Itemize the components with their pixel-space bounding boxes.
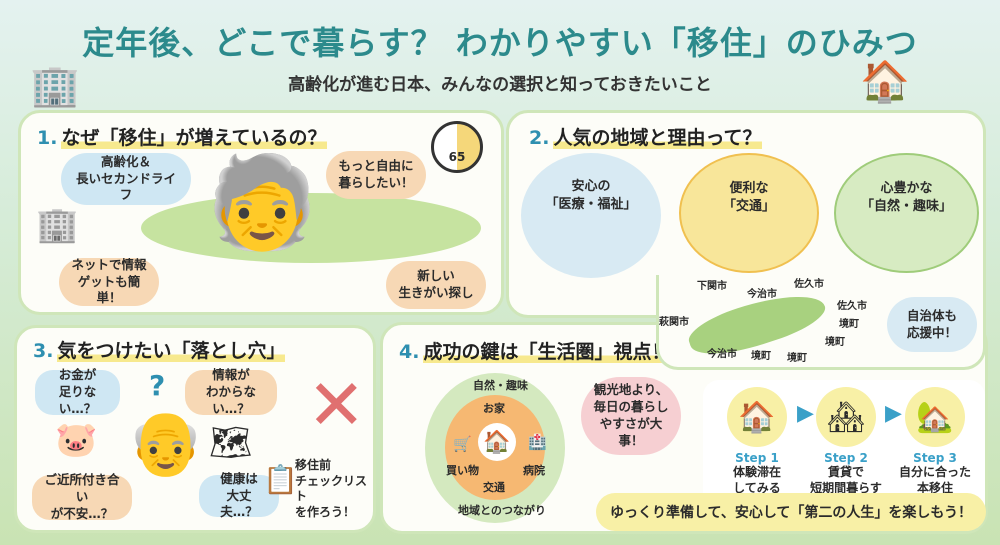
reason-nature: 心豊かな 「自然・趣味」: [834, 153, 979, 273]
speech-bubble: もっと自由に 暮らしたい！: [326, 151, 426, 199]
cart-icon: 🛒: [453, 435, 472, 453]
page-title: 定年後、どこで暮らす？ わかりやすい「移住」のひみつ: [82, 24, 918, 62]
section-heading: 3.気をつけたい「落とし穴」: [33, 340, 286, 362]
home-icon: 🏡: [905, 387, 965, 447]
map-label: 境町: [825, 337, 845, 348]
clock-icon: 65: [431, 121, 483, 173]
arrow-right-icon: ▶: [885, 401, 902, 426]
map-label: 今治市: [707, 349, 737, 360]
map-label: 佐久市: [837, 301, 867, 312]
section-heading: 1.なぜ「移住」が増えているの？: [37, 127, 327, 149]
arrow-right-icon: ▶: [797, 401, 814, 426]
outer-label-top: 自然・趣味: [473, 379, 528, 392]
speech-bubble: 観光地より、 毎日の暮らし やすさが大事！: [581, 377, 681, 455]
speech-bubble: 健康は 大丈夫…？: [199, 471, 279, 519]
city-skyline-icon: 🏢: [30, 63, 80, 109]
inner-label-left: 買い物: [446, 464, 479, 477]
worried-senior-illustration: 👴: [127, 406, 205, 479]
map-label: 境町: [839, 319, 859, 330]
house-icon: 🏠: [727, 387, 787, 447]
inner-label-bottom: 交通: [483, 481, 505, 494]
footer-banner: ゆっくり準備して、安心して「第二の人生」を楽しもう！: [596, 493, 986, 531]
speech-bubble: ネットで情報 ゲットも簡単！: [59, 257, 159, 306]
map-label: 境町: [787, 353, 807, 364]
inner-label-right: 病院: [523, 464, 545, 477]
section-popular-areas: 下関市 今治市 佐久市 萩関市 今治市 境町 境町 佐久市 境町 境町 自治体も…: [506, 110, 986, 370]
map-label: 萩関市: [659, 317, 689, 328]
speech-bubble: ご近所付き合い が不安…？: [32, 472, 132, 521]
reason-medical: 安心の 「医療・福祉」: [521, 153, 661, 278]
outer-label-bottom: 地域とのつながり: [458, 504, 546, 517]
speech-bubble: お金が 足りない…？: [35, 367, 120, 416]
hospital-icon: 🏥: [528, 433, 547, 451]
map-label: 佐久市: [794, 279, 824, 290]
speech-bubble: 高齢化＆ 長いセカンドライフ: [61, 153, 191, 205]
map-area: 下関市 今治市 佐久市 萩関市 今治市 境町 境町 佐久市 境町 境町 自治体も…: [656, 275, 986, 370]
green-field: [141, 193, 481, 263]
support-bubble: 自治体も 応援中！: [887, 297, 977, 352]
apartment-icon: 🏘: [816, 387, 876, 447]
map-icon: 🗺: [209, 423, 253, 463]
speech-bubble: 新しい 生きがい探し: [386, 261, 486, 309]
section-why-migration: 1.なぜ「移住」が増えているの？ 65 🧓 🏢 高齢化＆ 長いセカンドライフ も…: [18, 110, 504, 315]
house-icon: 🏠: [478, 423, 516, 461]
question-mark-icon: ?: [149, 369, 166, 402]
cross-icon: ✕: [307, 364, 366, 446]
houses-icon: 🏠: [860, 59, 910, 105]
page-subtitle: 高齢化が進む日本、みんなの選択と知っておきたいこと: [288, 75, 712, 95]
inner-label-top: お家: [483, 402, 505, 415]
map-label: 下関市: [697, 281, 727, 292]
piggy-bank-icon: 🐷: [55, 420, 98, 460]
checklist-text: 移住前 チェックリスト を作ろう！: [295, 458, 368, 519]
senior-couple-illustration: 🧓: [206, 150, 319, 255]
checklist-icon: 📋: [263, 463, 298, 496]
section-heading: 2.人気の地域と理由って？: [529, 127, 762, 149]
section-heading: 4.成功の鍵は「生活圏」視点！: [399, 341, 671, 363]
section-pitfalls: 3.気をつけたい「落とし穴」 お金が 足りない…？ 情報が わからない…？ ご近…: [14, 325, 376, 533]
buildings-icon: 🏢: [36, 205, 79, 245]
map-label: 境町: [751, 351, 771, 362]
reason-transport: 便利な 「交通」: [679, 153, 819, 273]
speech-bubble: 情報が わからない…？: [185, 367, 277, 416]
map-label: 今治市: [747, 289, 777, 300]
